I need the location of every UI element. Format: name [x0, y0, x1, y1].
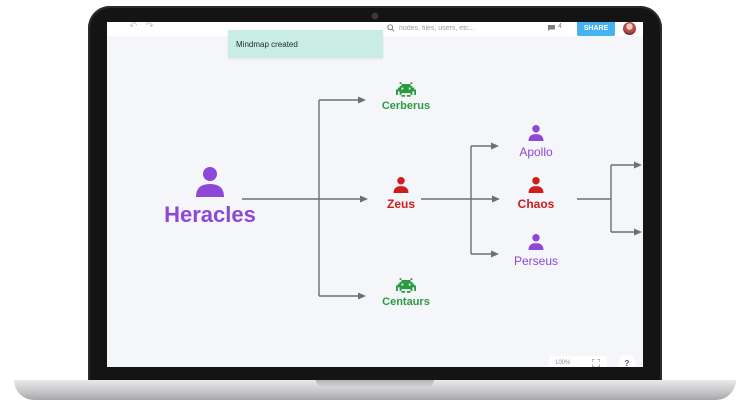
- node-apollo[interactable]: Apollo: [505, 124, 567, 159]
- mindmap-connectors: [242, 96, 642, 300]
- laptop-screen: ↶↷ 4 SHARE Mindmap created: [107, 22, 643, 367]
- node-label: Cerberus: [381, 100, 431, 112]
- node-zeus[interactable]: Zeus: [373, 176, 429, 211]
- node-label: Centaurs: [382, 296, 430, 308]
- toast-notification: Mindmap created: [228, 30, 383, 58]
- search-icon[interactable]: [387, 24, 395, 32]
- share-button[interactable]: SHARE: [577, 22, 615, 36]
- person-icon: [528, 177, 544, 193]
- person-icon: [393, 177, 409, 193]
- node-chaos[interactable]: Chaos: [505, 176, 567, 211]
- person-icon: [528, 125, 544, 141]
- laptop-base: [14, 380, 736, 400]
- node-label: Perseus: [513, 254, 559, 268]
- zoom-control[interactable]: 100%: [549, 356, 607, 367]
- node-label: Apollo: [519, 145, 553, 159]
- chat-icon[interactable]: [547, 24, 556, 32]
- node-label: Heracles: [164, 202, 256, 227]
- avatar[interactable]: [623, 22, 636, 35]
- search-input[interactable]: [399, 22, 517, 34]
- node-cerberus[interactable]: Cerberus: [373, 82, 439, 112]
- node-label: Zeus: [386, 197, 415, 211]
- undo-redo-icon[interactable]: ↶↷: [129, 22, 162, 32]
- node-label: Chaos: [517, 197, 555, 211]
- monster-icon: [396, 82, 416, 97]
- laptop-base-notch: [316, 380, 434, 387]
- node-perseus[interactable]: Perseus: [502, 233, 570, 268]
- zoom-level: 100%: [555, 360, 571, 366]
- toast-message: Mindmap created: [236, 40, 298, 49]
- webcam: [372, 13, 378, 19]
- fullscreen-icon[interactable]: [592, 359, 600, 367]
- person-icon: [528, 234, 544, 250]
- node-centaurs[interactable]: Centaurs: [373, 278, 439, 308]
- notification-count: 4: [558, 23, 562, 30]
- person-icon: [196, 167, 224, 197]
- monster-icon: [396, 278, 416, 293]
- help-button[interactable]: ?: [619, 355, 635, 367]
- node-heracles[interactable]: Heracles: [155, 166, 265, 228]
